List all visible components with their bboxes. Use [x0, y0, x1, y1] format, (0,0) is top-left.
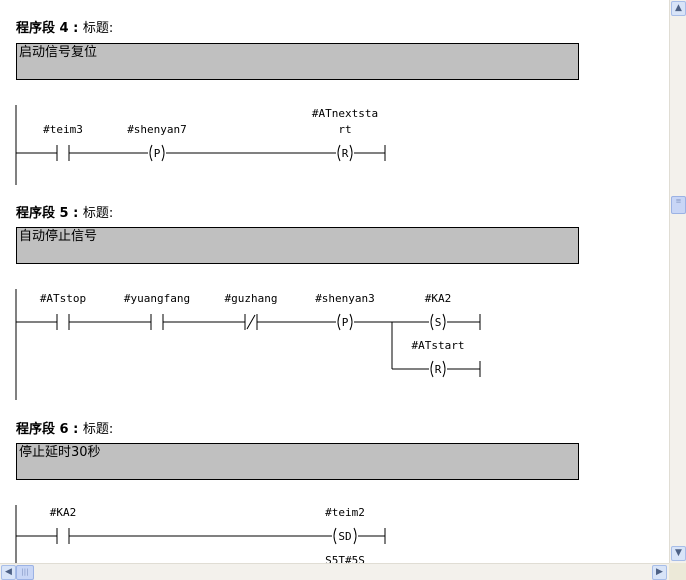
operand-label: #KA2 [50, 506, 77, 519]
contact-teim3[interactable]: #teim3 [43, 123, 83, 161]
coil-left-arc [333, 527, 337, 545]
coil-operation: R [342, 147, 349, 160]
arrow-up-icon[interactable]: ▲ [671, 1, 686, 16]
horizontal-scrollbar[interactable]: ◀ ||| ▶ [0, 563, 669, 580]
coil-atstart[interactable]: R #ATstart [412, 339, 465, 378]
contact-atstop[interactable]: #ATstop [40, 292, 86, 330]
coil-operation: SD [338, 530, 351, 543]
network-4-title: 程序段 4 : 标题: [16, 21, 114, 36]
coil-right-arc [349, 313, 353, 331]
coil-operation: R [435, 363, 442, 376]
coil-operation: P [342, 316, 349, 329]
operand-label: #ATnextsta [312, 107, 378, 120]
operand-label: #ATstop [40, 292, 86, 305]
operand-label: #teim3 [43, 123, 83, 136]
coil-left-arc [337, 144, 341, 162]
vertical-scrollbar[interactable]: ▲ ≡ ▼ [669, 0, 686, 563]
coil-left-arc [149, 144, 153, 162]
network-5-comment[interactable]: 自动停止信号 [16, 227, 579, 264]
network-6-title: 程序段 6 : 标题: [16, 422, 114, 437]
contact-ka2[interactable]: #KA2 [50, 506, 77, 544]
coil-right-arc [349, 144, 353, 162]
coil-shenyan7[interactable]: P #shenyan7 [127, 123, 187, 162]
coil-operation: P [154, 147, 161, 160]
operand-label: #shenyan7 [127, 123, 187, 136]
operand-label: #guzhang [225, 292, 278, 305]
horizontal-scroll-thumb[interactable]: ||| [16, 565, 34, 580]
coil-ka2[interactable]: S #KA2 [425, 292, 452, 331]
contact-yuangfang[interactable]: #yuangfang [124, 292, 190, 330]
coil-right-arc [161, 144, 165, 162]
vertical-scroll-thumb[interactable]: ≡ [671, 195, 686, 214]
operand-label: #teim2 [325, 506, 365, 519]
operand-label: rt [338, 123, 351, 136]
coil-left-arc [430, 360, 434, 378]
coil-shenyan3[interactable]: P #shenyan3 [315, 292, 375, 331]
coil-right-arc [442, 313, 446, 331]
operand-label: #shenyan3 [315, 292, 375, 305]
operand-label: #ATstart [412, 339, 465, 352]
coil-atnextsta[interactable]: R #ATnextsta rt [312, 107, 378, 162]
scrollbar-corner [669, 563, 686, 580]
operand-label: #yuangfang [124, 292, 190, 305]
arrow-left-icon[interactable]: ◀ [1, 565, 16, 580]
network-4-comment[interactable]: 启动信号复位 [16, 43, 579, 80]
coil-right-arc [353, 527, 357, 545]
network-6-comment[interactable]: 停止延时30秒 [16, 443, 579, 480]
contact-guzhang[interactable]: #guzhang [225, 292, 278, 330]
arrow-down-icon[interactable]: ▼ [671, 546, 686, 561]
arrow-right-icon[interactable]: ▶ [652, 565, 667, 580]
network-5-title: 程序段 5 : 标题: [16, 206, 114, 221]
coil-left-arc [430, 313, 434, 331]
coil-right-arc [442, 360, 446, 378]
operand-label: #KA2 [425, 292, 452, 305]
coil-left-arc [337, 313, 341, 331]
preset-value: S5T#5S [325, 554, 365, 563]
contact-negation [246, 314, 256, 330]
coil-operation: S [435, 316, 442, 329]
ladder-editor: 程序段 4 : 标题: 启动信号复位 程序段 5 : 标题: 自动停止信号 程序… [15, 21, 579, 563]
